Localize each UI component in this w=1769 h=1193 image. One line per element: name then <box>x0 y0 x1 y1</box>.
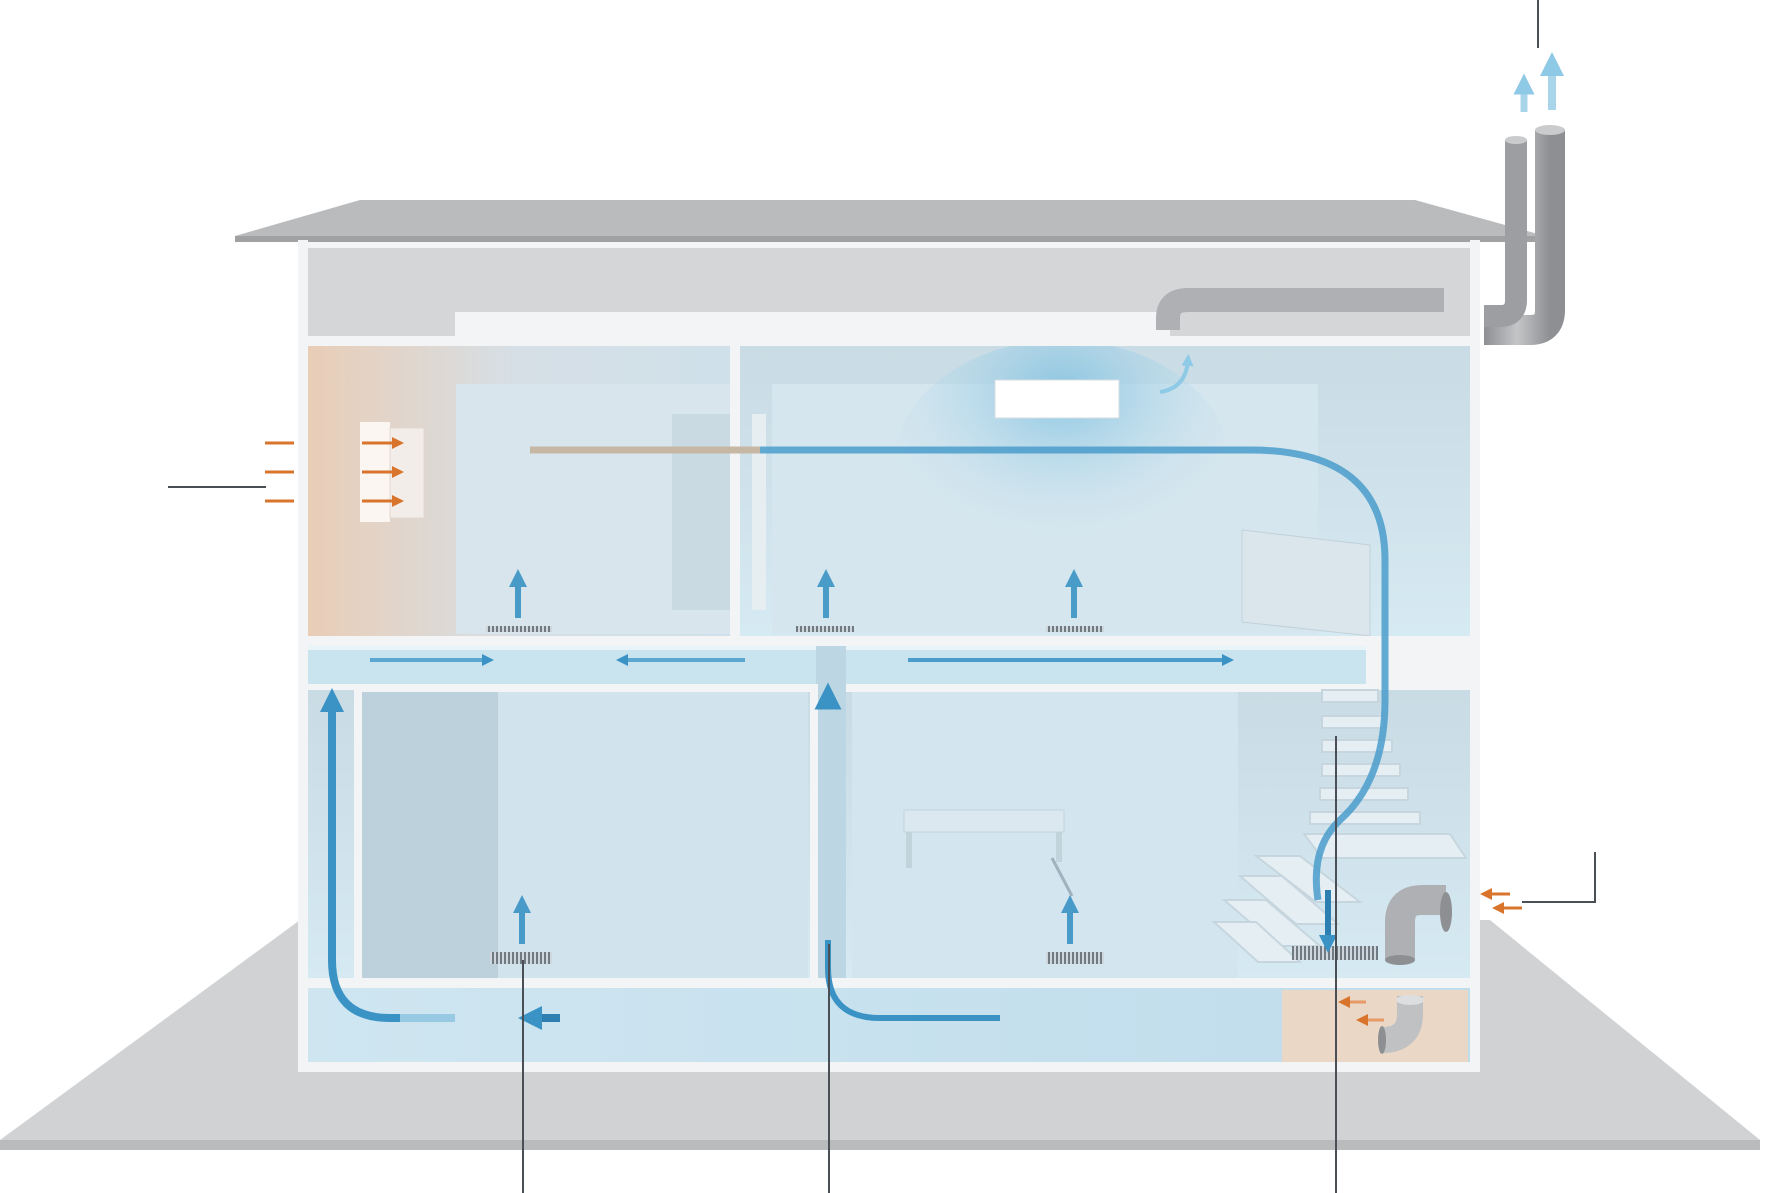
table-top <box>903 809 1065 833</box>
bottom-slab <box>298 1062 1480 1072</box>
roof-edge <box>235 236 1545 242</box>
roof <box>235 200 1545 236</box>
chair-leg <box>1050 857 1074 897</box>
upper-grille-3 <box>1046 626 1104 632</box>
sofa <box>1241 529 1371 637</box>
upper-grille-1 <box>486 626 552 632</box>
wall-inlet-arrows <box>265 437 404 507</box>
lower-grille-left <box>490 952 552 964</box>
lower-left-wall-frame <box>354 684 810 692</box>
lower-right-wall-frame <box>842 684 1366 692</box>
lower-grille-right <box>1046 952 1104 964</box>
wall-channel-face <box>810 684 818 984</box>
staircase <box>1211 689 1468 963</box>
attic-insulation <box>455 312 1170 336</box>
interior-door-right <box>752 414 766 610</box>
right-outer-wall <box>1470 240 1480 1072</box>
upper-grille-2 <box>796 626 854 632</box>
crawl-space <box>306 988 1472 1064</box>
callout-lines <box>168 0 1596 1193</box>
table-leg-right <box>1056 832 1062 862</box>
technical-room <box>1282 990 1468 1062</box>
exhaust-intake-arrow <box>1159 354 1194 394</box>
lower-floor-slab <box>306 978 1472 988</box>
chimney-pipe-icon <box>1156 125 1565 345</box>
upper-wall-divider <box>730 346 740 636</box>
supply-duct-loop <box>530 446 1389 901</box>
technical-room-elbow <box>1378 995 1424 1054</box>
lower-room-left-inner <box>498 692 808 980</box>
lower-left-wall-frame-left <box>354 684 362 984</box>
basement-inlet-callout <box>1522 852 1596 903</box>
upper-floor-slab <box>306 636 1472 646</box>
lower-room-right-backwall <box>852 692 1238 980</box>
floor-divider-upper <box>298 336 1480 346</box>
ceiling-light-glow <box>892 340 1232 600</box>
ground-edge <box>0 1140 1760 1150</box>
left-riser <box>320 688 455 1022</box>
interior-door-left <box>672 414 730 610</box>
left-outer-wall <box>298 240 308 1072</box>
ceiling-light-icon <box>994 379 1120 419</box>
table-leg-left <box>906 832 912 868</box>
pipe-elbow-icon <box>1385 885 1452 965</box>
basement-inlet-arrows <box>1338 888 1522 1026</box>
